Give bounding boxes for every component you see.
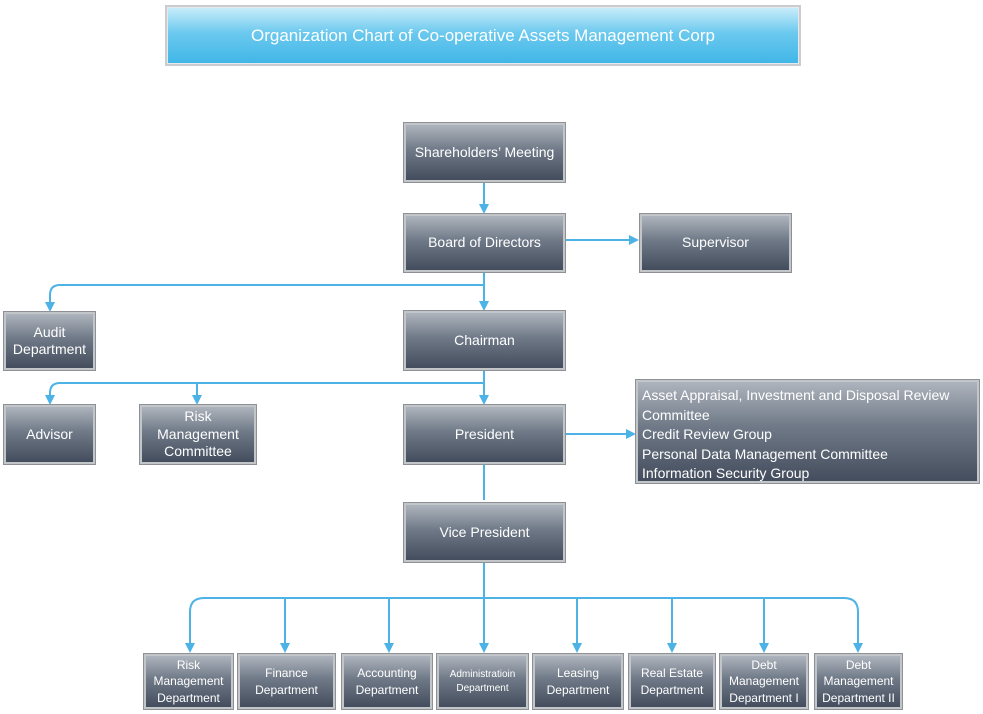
node-label: Advisor bbox=[26, 425, 73, 442]
committee-line: Information Security Group bbox=[642, 465, 810, 481]
committee-line: Credit Review Group bbox=[642, 426, 772, 442]
node-audit-department: Audit Department bbox=[3, 311, 96, 371]
node-label-line: Administratioin bbox=[449, 669, 516, 680]
node-shareholders-meeting: Shareholders’ Meeting bbox=[403, 122, 566, 183]
node-label-line: Leasing bbox=[556, 666, 600, 681]
node-vice-president: Vice President bbox=[403, 502, 566, 563]
node-label-line: Risk bbox=[176, 658, 201, 673]
node-label: Board of Directors bbox=[428, 234, 541, 251]
node-label-line: Finance bbox=[265, 666, 308, 681]
edge-dept-bus bbox=[189, 597, 863, 653]
node-dept-real-estate: Real Estate Department bbox=[628, 653, 716, 710]
node-label-line: Department bbox=[546, 682, 610, 697]
node-label-line: Department bbox=[157, 690, 220, 705]
committee-line: Asset Appraisal, Investment and Disposal… bbox=[642, 387, 950, 403]
node-label-line: Department bbox=[12, 341, 87, 357]
node-label-line: Department I bbox=[729, 690, 799, 705]
node-dept-risk-management: Risk Management Department bbox=[143, 653, 234, 710]
node-label-line: Department II bbox=[822, 690, 895, 705]
edge-chairman-advisor bbox=[45, 382, 484, 405]
node-label-line: Real Estate bbox=[640, 666, 704, 681]
node-advisor: Advisor bbox=[3, 404, 96, 465]
node-label-line: Management bbox=[728, 674, 800, 689]
node-dept-administration: Administratioin Department bbox=[436, 653, 529, 710]
node-label-line: Management bbox=[153, 674, 224, 689]
node-label: Chairman bbox=[454, 331, 515, 348]
node-label-line: Debt bbox=[751, 658, 777, 673]
node-dept-finance: Finance Department bbox=[237, 653, 336, 710]
node-dept-debt-management-2: Debt Management Department II bbox=[814, 653, 903, 710]
node-chairman: Chairman bbox=[403, 310, 566, 371]
node-label-line: Management bbox=[157, 425, 239, 442]
node-label-line: Department bbox=[255, 682, 318, 697]
node-label: President bbox=[454, 425, 515, 442]
node-supervisor: Supervisor bbox=[639, 213, 792, 273]
node-label-line: Department bbox=[640, 682, 704, 697]
node-risk-management-committee: Risk Management Committee bbox=[139, 404, 257, 465]
node-label: Shareholders’ Meeting bbox=[414, 143, 555, 160]
chart-title: Organization Chart of Co-operative Asset… bbox=[165, 5, 801, 66]
committee-line: Personal Data Management Committee bbox=[642, 445, 888, 462]
node-dept-accounting: Accounting Department bbox=[341, 653, 433, 710]
node-label-line: Department bbox=[456, 682, 509, 694]
node-label-line: Department bbox=[355, 682, 419, 697]
node-dept-leasing: Leasing Department bbox=[532, 653, 624, 710]
node-label: Vice President bbox=[439, 523, 530, 540]
node-label-line: Committee bbox=[164, 443, 232, 460]
node-label-line: Accounting bbox=[357, 666, 417, 681]
node-label: Supervisor bbox=[682, 234, 749, 251]
node-label-line: Management bbox=[823, 674, 894, 689]
node-label-line: Debt bbox=[845, 658, 872, 673]
node-president-committees: Asset Appraisal, Investment and Disposal… bbox=[635, 379, 980, 484]
committee-line: Committee bbox=[642, 406, 710, 423]
node-label-line: Risk bbox=[184, 408, 212, 425]
edge-board-audit bbox=[45, 284, 484, 312]
node-president: President bbox=[403, 404, 566, 465]
node-dept-debt-management-1: Debt Management Department I bbox=[719, 653, 809, 710]
node-board-of-directors: Board of Directors bbox=[403, 213, 566, 273]
node-label-line: Audit bbox=[33, 323, 66, 340]
